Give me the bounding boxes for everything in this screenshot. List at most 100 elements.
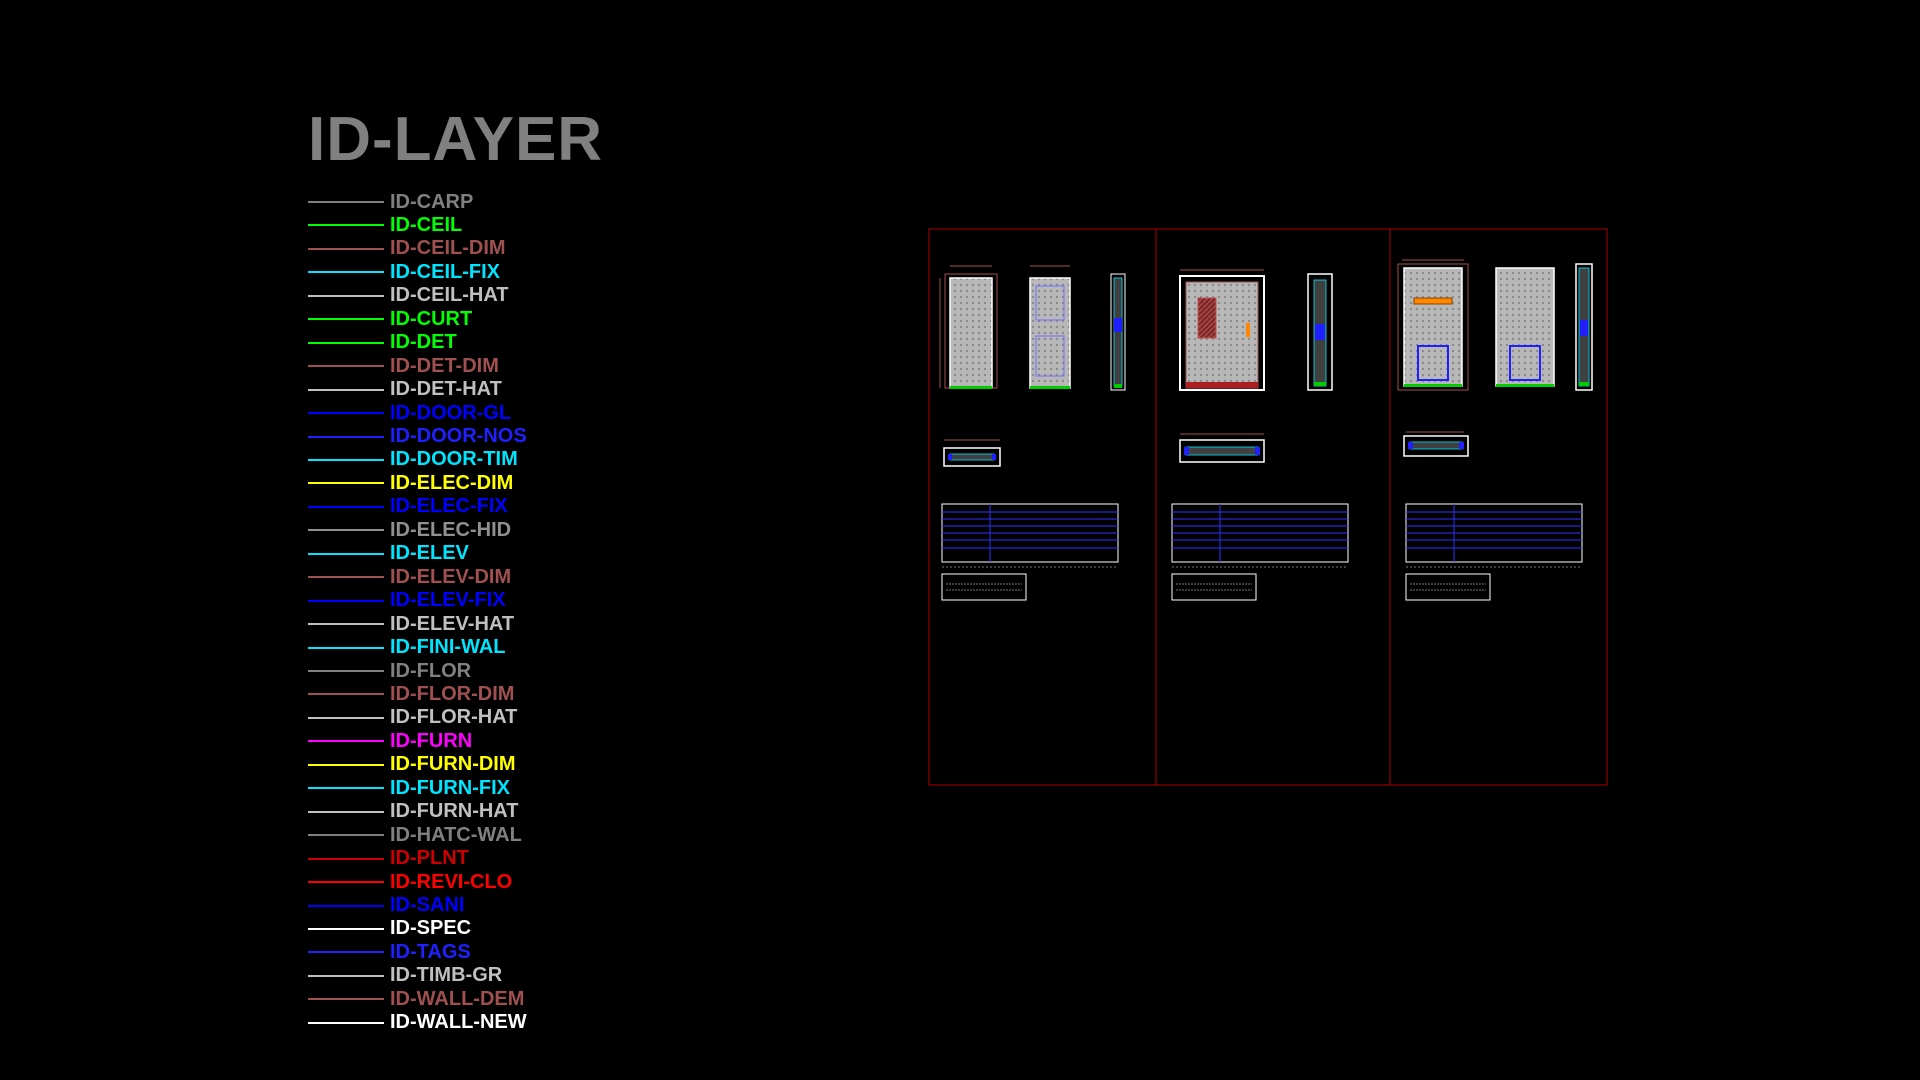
door-elevation-3b — [1495, 267, 1555, 387]
door-section-2 — [1307, 273, 1333, 391]
layer-label: ID-FURN-FIX — [390, 776, 510, 799]
layer-item[interactable]: ID-FURN-DIM — [308, 753, 828, 777]
layer-line-sample — [308, 271, 384, 274]
layer-item[interactable]: ID-WALL-NEW — [308, 1011, 828, 1035]
layer-line-sample — [308, 834, 384, 837]
layer-line-sample — [308, 740, 384, 743]
layer-item[interactable]: ID-TIMB-GR — [308, 964, 828, 988]
layer-label: ID-ELEV-FIX — [390, 589, 506, 612]
layer-label: ID-FLOR — [390, 659, 472, 682]
layer-label: ID-CURT — [390, 307, 473, 330]
layer-line-sample — [308, 294, 384, 297]
layer-label: ID-DOOR-NOS — [390, 425, 527, 447]
layer-label: ID-FURN — [390, 729, 473, 752]
door-elevation-1b — [1029, 265, 1071, 389]
layer-line-sample — [308, 1021, 384, 1024]
layer-item[interactable]: ID-DET-DIM — [308, 354, 828, 378]
layer-label: ID-DET — [390, 331, 457, 354]
layer-line-sample — [308, 763, 384, 766]
layer-line-sample — [308, 505, 384, 508]
spec-table-1 — [941, 503, 1119, 601]
layer-label: ID-WALL-NEW — [390, 1011, 527, 1034]
layer-line-sample — [308, 412, 384, 415]
layer-label: ID-DET-HAT — [390, 378, 502, 401]
layer-item[interactable]: ID-DET — [308, 331, 828, 355]
layer-label: ID-REVI-CLO — [390, 870, 513, 893]
layer-item[interactable]: ID-HATC-WAL — [308, 823, 828, 847]
layer-item[interactable]: ID-ELEV-DIM — [308, 565, 828, 589]
layer-label: ID-FINI-WAL — [390, 636, 506, 659]
layer-item[interactable]: ID-ELEV-HAT — [308, 612, 828, 636]
layer-item[interactable]: ID-DOOR-TIM — [308, 448, 828, 472]
layer-line-sample — [308, 881, 384, 884]
layer-line-sample — [308, 388, 384, 391]
layer-item[interactable]: ID-TAGS — [308, 940, 828, 964]
layer-label: ID-ELEC-HID — [390, 518, 512, 541]
layer-item[interactable]: ID-PLNT — [308, 847, 828, 871]
layer-item[interactable]: ID-CURT — [308, 307, 828, 331]
layer-item[interactable]: ID-CEIL-FIX — [308, 260, 828, 284]
layer-line-sample — [308, 646, 384, 649]
layer-line-sample — [308, 201, 384, 203]
door-drawing-sheet[interactable] — [928, 228, 1608, 786]
layer-item[interactable]: ID-ELEV — [308, 542, 828, 566]
layer-item[interactable]: ID-FLOR-DIM — [308, 682, 828, 706]
layer-line-sample — [308, 857, 384, 860]
layer-item[interactable]: ID-FLOR — [308, 659, 828, 683]
layer-label: ID-SANI — [390, 894, 465, 916]
layer-item[interactable]: ID-WALL-DEM — [308, 987, 828, 1011]
layer-item[interactable]: ID-SANI — [308, 894, 828, 918]
layer-line-sample — [308, 623, 384, 626]
layer-item[interactable]: ID-DOOR-NOS — [308, 425, 828, 449]
door-plan-1 — [943, 439, 1001, 467]
layer-label: ID-DOOR-TIM — [390, 448, 518, 471]
layer-line-sample — [308, 318, 384, 321]
layer-label: ID-SPEC — [390, 917, 472, 940]
layer-item[interactable]: ID-FURN — [308, 729, 828, 753]
door-drawing-svg — [928, 228, 1608, 786]
layer-item[interactable]: ID-CEIL-HAT — [308, 284, 828, 308]
layer-item[interactable]: ID-ELEC-HID — [308, 518, 828, 542]
sheet-border — [928, 228, 1608, 786]
door-section-1 — [1110, 273, 1126, 391]
door-elevation-2a — [1179, 269, 1265, 391]
layer-item[interactable]: ID-FLOR-HAT — [308, 706, 828, 730]
layer-line-sample — [308, 810, 384, 813]
layer-line-sample — [308, 998, 384, 1001]
layer-item[interactable]: ID-ELEC-DIM — [308, 471, 828, 495]
layer-label: ID-DET-DIM — [390, 354, 499, 377]
layer-item[interactable]: ID-CEIL-DIM — [308, 237, 828, 261]
layer-line-sample — [308, 365, 384, 368]
layer-line-sample — [308, 576, 384, 579]
layer-label: ID-DOOR-GL — [390, 401, 512, 424]
door-elevation-3a — [1397, 259, 1469, 391]
layer-label: ID-FURN-DIM — [390, 753, 516, 776]
layer-item[interactable]: ID-CEIL — [308, 213, 828, 237]
layer-item[interactable]: ID-REVI-CLO — [308, 870, 828, 894]
layer-item[interactable]: ID-CARP — [308, 190, 828, 214]
spec-table-2 — [1171, 503, 1349, 601]
layer-item[interactable]: ID-SPEC — [308, 917, 828, 941]
layer-item[interactable]: ID-FURN-FIX — [308, 776, 828, 800]
layer-label: ID-ELEV — [390, 542, 469, 565]
layer-line-sample — [308, 458, 384, 461]
layer-line-sample — [308, 435, 384, 438]
layer-item[interactable]: ID-DET-HAT — [308, 378, 828, 402]
layer-line-sample — [308, 927, 384, 930]
layer-item[interactable]: ID-ELEV-FIX — [308, 589, 828, 613]
layer-line-sample — [308, 247, 384, 250]
layer-legend-title: ID-LAYER — [308, 105, 604, 174]
layer-label: ID-CEIL — [390, 213, 463, 236]
layer-item[interactable]: ID-DOOR-GL — [308, 401, 828, 425]
layer-label: ID-ELEC-DIM — [390, 471, 514, 494]
layer-item[interactable]: ID-FINI-WAL — [308, 636, 828, 660]
layer-item[interactable]: ID-ELEC-FIX — [308, 495, 828, 519]
layer-line-sample — [308, 951, 384, 954]
layer-label: ID-CEIL-DIM — [390, 237, 506, 260]
layer-line-sample — [308, 482, 384, 485]
layer-line-sample — [308, 599, 384, 602]
spec-table-3 — [1405, 503, 1583, 601]
layer-item[interactable]: ID-FURN-HAT — [308, 800, 828, 824]
